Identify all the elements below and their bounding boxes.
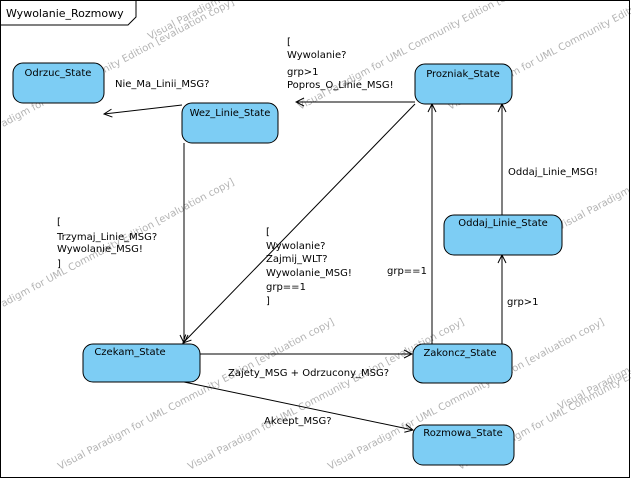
label-zakoncz-prozniak: grp==1 [387, 266, 427, 277]
label-prozniak-wez: [ Wywolanie? grp>1 Popros_O_Linie_MSG! [287, 37, 394, 91]
state-rozmowa[interactable]: Rozmowa_State [412, 424, 515, 466]
transition-wez-odrzuc[interactable] [104, 104, 183, 114]
state-wez-linie-label: Wez_Linie_State [190, 108, 271, 119]
state-czekam-label: Czekam_State [94, 347, 165, 358]
states: Odrzuc_State Wez_Linie_State Prozniak_St… [12, 62, 563, 466]
label-wez-czekam: [ Trzymaj_Linie_MSG? Wywolanie_MSG! ] [56, 217, 160, 270]
watermark-text: Visual Paradigm for UML Community Editio… [556, 77, 631, 233]
watermark-text: Visual Paradigm for UML Community Editio… [56, 317, 336, 473]
transition-prozniak-czekam[interactable] [183, 103, 416, 343]
state-odrzuc-label: Odrzuc_State [25, 68, 92, 79]
label-oddaj-prozniak: Oddaj_Linie_MSG! [508, 167, 598, 178]
label-czekam-rozmowa: Akcept_MSG? [264, 416, 332, 427]
label-prozniak-czekam: [ Wywolanie? Zajmij_WLT? Wywolanie_MSG! … [266, 227, 355, 307]
state-prozniak[interactable]: Prozniak_State [414, 63, 513, 105]
label-czekam-zakoncz: Zajety_MSG + Odrzucony_MSG? [228, 368, 389, 379]
transitions [104, 102, 502, 430]
state-oddaj-linie-label: Oddaj_Linie_State [458, 218, 548, 229]
state-rozmowa-label: Rozmowa_State [423, 428, 503, 439]
label-wez-odrzuc: Nie_Ma_Linii_MSG? [115, 79, 209, 90]
label-zakoncz-oddaj: grp>1 [507, 297, 539, 308]
state-zakoncz-label: Zakoncz_State [423, 348, 496, 359]
frame-title: Wywolanie_Rozmowy [6, 7, 124, 20]
state-odrzuc[interactable]: Odrzuc_State [12, 62, 105, 104]
state-oddaj-linie[interactable]: Oddaj_Linie_State [443, 214, 563, 256]
state-wez-linie[interactable]: Wez_Linie_State [181, 102, 279, 144]
state-czekam[interactable]: Czekam_State [82, 343, 201, 383]
state-prozniak-label: Prozniak_State [426, 69, 500, 80]
transition-czekam-rozmowa[interactable] [183, 381, 413, 430]
transition-labels: [ Wywolanie? grp>1 Popros_O_Linie_MSG! N… [56, 37, 598, 427]
state-zakoncz[interactable]: Zakoncz_State [412, 343, 513, 384]
